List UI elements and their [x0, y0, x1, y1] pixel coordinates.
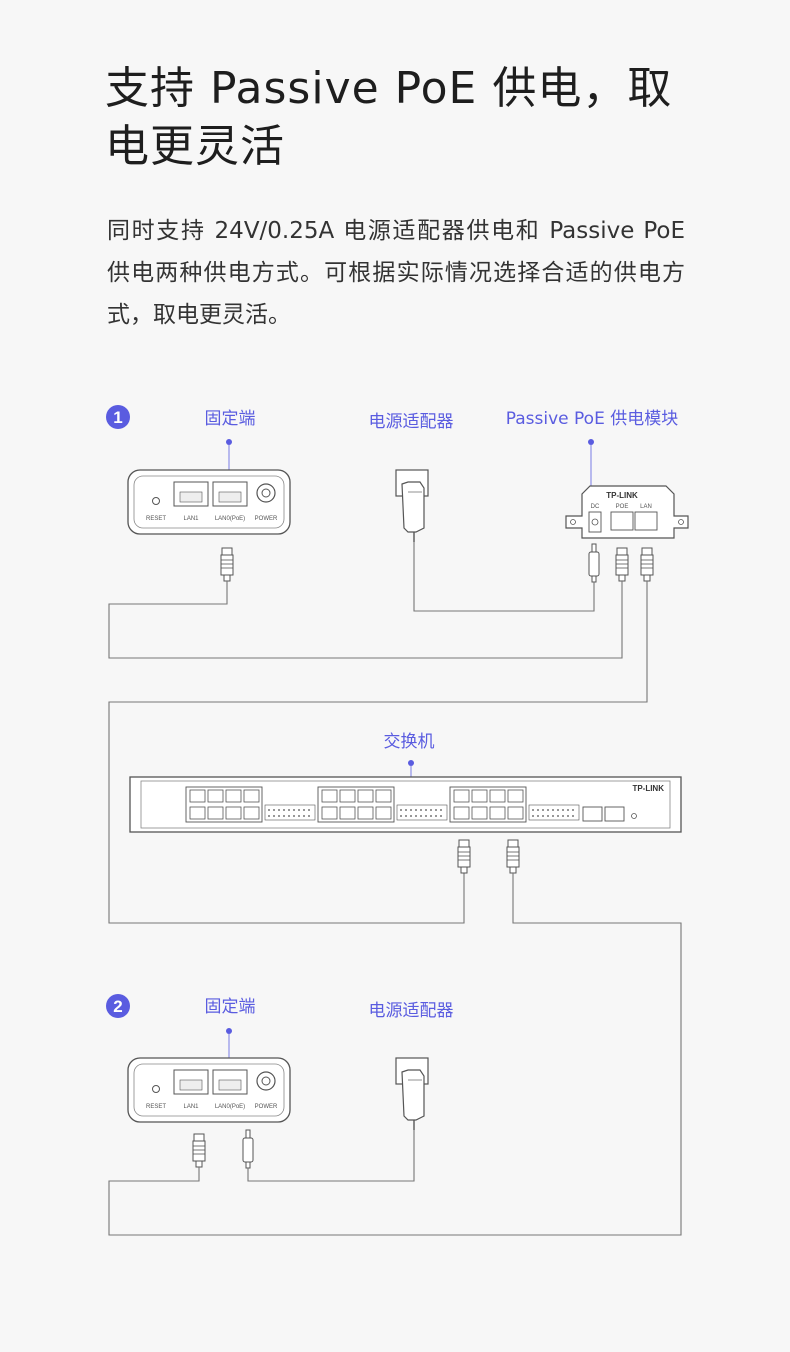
- rj45-plug: [457, 839, 471, 874]
- port-label-lan0: LAN0(PoE): [215, 1104, 245, 1110]
- label-dot: [588, 439, 594, 445]
- dc-plug: [588, 543, 600, 583]
- rj45-plug: [615, 547, 629, 582]
- step-badge-1: [106, 405, 130, 429]
- label-dot: [226, 439, 232, 445]
- switch-section: 交换机 TP-LINK: [129, 732, 682, 874]
- port-label-lan0: LAN0(PoE): [215, 516, 245, 522]
- power-adapter-label-2: 电源适配器: [369, 1001, 454, 1021]
- poe-port-label-dc: DC: [591, 504, 600, 510]
- poe-port-label-poe: POE: [616, 504, 629, 510]
- fixed-end-label-2: 固定端: [205, 997, 256, 1017]
- poe-port-label-lan: LAN: [640, 504, 652, 510]
- page-title: 支持 Passive PoE 供电，取电更灵活: [105, 63, 673, 172]
- cables-1: [108, 542, 648, 924]
- port-label-reset: RESET: [146, 516, 166, 522]
- step-number-2: 2: [113, 997, 122, 1016]
- port-label-power: POWER: [255, 516, 278, 522]
- rj45-plug: [192, 1133, 206, 1168]
- poe-module-brand: TP-LINK: [606, 491, 638, 500]
- diagram-1: 1 固定端 电源适配器 Passive PoE 供电模块 RESET LAN1 …: [106, 405, 689, 924]
- rj45-plug: [220, 547, 234, 582]
- poe-module-label: Passive PoE 供电模块: [506, 409, 678, 429]
- network-switch: TP-LINK: [129, 776, 682, 833]
- power-adapter-2: [395, 1057, 429, 1131]
- step-badge-2: [106, 994, 130, 1018]
- cables-2: [108, 873, 682, 1236]
- rj45-plug: [506, 839, 520, 874]
- switch-label: 交换机: [384, 732, 435, 752]
- dc-plug: [242, 1129, 254, 1169]
- port-label-lan1: LAN1: [183, 516, 199, 522]
- switch-brand: TP-LINK: [632, 784, 664, 793]
- page-description: 同时支持 24V/0.25A 电源适配器供电和 Passive PoE 供电两种…: [107, 218, 685, 328]
- port-label-lan1: LAN1: [183, 1104, 199, 1110]
- port-label-power: POWER: [255, 1104, 278, 1110]
- power-adapter-1: [395, 469, 429, 543]
- fixed-end-device-2: RESET LAN1 LAN0(PoE) POWER: [127, 1057, 291, 1123]
- label-dot: [226, 1028, 232, 1034]
- poe-injector-module: TP-LINK DC POE LAN: [565, 485, 689, 539]
- rj45-plug: [640, 547, 654, 582]
- fixed-end-label-1: 固定端: [205, 409, 256, 429]
- diagram-2: 2 固定端 电源适配器 RESET LAN1 LAN0(PoE) POWER: [106, 873, 682, 1236]
- fixed-end-device-1: RESET LAN1 LAN0(PoE) POWER: [127, 469, 291, 535]
- power-adapter-label-1: 电源适配器: [369, 412, 454, 432]
- label-dot: [408, 760, 414, 766]
- port-label-reset: RESET: [146, 1104, 166, 1110]
- step-number-1: 1: [113, 408, 122, 427]
